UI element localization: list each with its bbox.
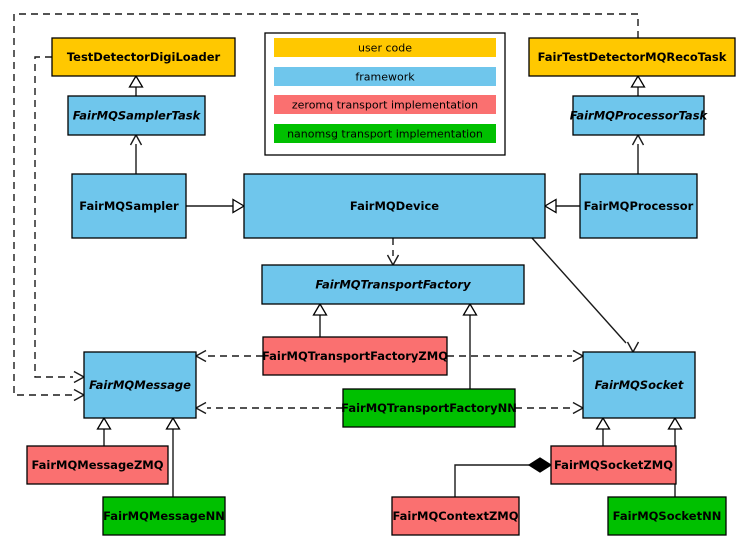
class-node-FairMQTransportFactoryZMQ[interactable]: FairMQTransportFactoryZMQ — [262, 336, 448, 376]
class-name-label: FairMQContextZMQ — [392, 509, 518, 523]
generalization-arrowhead — [96, 416, 112, 430]
class-name-label: FairMQMessageZMQ — [31, 458, 163, 472]
class-node-FairMQDevice[interactable]: FairMQDevice — [243, 173, 546, 239]
legend-label-zeromq: zeromq transport implementation — [292, 99, 478, 112]
edge-processortask-to-recotask — [630, 74, 646, 96]
class-box — [342, 388, 516, 428]
class-node-FairMQProcessorTask[interactable]: FairMQProcessorTask — [570, 95, 709, 136]
generalization-arrowhead — [128, 74, 144, 88]
edge-messagenn-to-message — [165, 416, 181, 497]
legend-panel: user code framework zeromq transport imp… — [264, 32, 506, 156]
edge-line — [531, 237, 627, 344]
class-box — [582, 351, 696, 419]
class-node-FairMQTransportFactoryNN[interactable]: FairMQTransportFactoryNN — [341, 388, 517, 428]
class-box — [102, 496, 226, 536]
class-name-label: FairMQTransportFactory — [315, 278, 471, 292]
edge-line — [13, 13, 639, 396]
legend-label-user-code: user code — [358, 42, 412, 55]
class-box — [51, 37, 236, 77]
edge-line — [454, 464, 529, 497]
legend-label-nanomsg: nanomsg transport implementation — [287, 128, 483, 141]
class-node-FairMQContextZMQ[interactable]: FairMQContextZMQ — [391, 496, 520, 536]
class-node-FairMQSampler[interactable]: FairMQSampler — [71, 173, 187, 239]
class-box — [26, 445, 169, 485]
class-node-FairMQSamplerTask[interactable]: FairMQSamplerTask — [67, 95, 206, 136]
edge-transportfactorynn-to-transportfactory — [462, 302, 478, 389]
edge-transportfactoryzmq-to-transportfactory — [312, 302, 328, 337]
legend-swatch-user-code — [274, 38, 496, 57]
legend-label-framework: framework — [355, 71, 415, 84]
generalization-arrowhead — [630, 74, 646, 88]
generalization-arrowhead — [595, 416, 611, 430]
class-name-label: FairMQProcessor — [584, 199, 694, 213]
class-name-label: FairMQSocket — [595, 378, 684, 392]
edge-processor-to-device — [543, 198, 580, 214]
generalization-arrowhead — [312, 302, 328, 316]
class-box — [83, 351, 197, 419]
legend-swatch-zeromq — [274, 95, 496, 114]
edge-sampler-to-device — [186, 198, 246, 214]
class-name-label: FairMQSamplerTask — [73, 109, 202, 123]
generalization-arrowhead — [667, 416, 683, 430]
class-name-label: FairMQProcessorTask — [570, 109, 709, 123]
class-node-FairMQMessage[interactable]: FairMQMessage — [83, 351, 197, 419]
class-box — [550, 445, 677, 485]
class-box — [243, 173, 546, 239]
generalization-arrowhead — [543, 198, 557, 214]
class-node-FairMQProcessor[interactable]: FairMQProcessor — [579, 173, 698, 239]
edge-socketzmq-to-socket — [595, 416, 611, 446]
generalization-arrowhead — [165, 416, 181, 430]
legend-item-framework: framework — [274, 67, 496, 86]
legend-item-zeromq: zeromq transport implementation — [274, 95, 496, 114]
class-name-label: FairMQSampler — [79, 199, 179, 213]
class-box — [607, 496, 727, 536]
class-node-FairMQSocket[interactable]: FairMQSocket — [582, 351, 696, 419]
class-node-FairMQMessageZMQ[interactable]: FairMQMessageZMQ — [26, 445, 169, 485]
node-layer: TestDetectorDigiLoaderFairMQSamplerTaskF… — [26, 37, 736, 536]
class-name-label: FairMQSocketZMQ — [554, 458, 673, 472]
class-box — [262, 336, 448, 376]
class-node-FairMQSocketNN[interactable]: FairMQSocketNN — [607, 496, 727, 536]
legend-item-nanomsg: nanomsg transport implementation — [274, 124, 496, 143]
class-name-label: FairMQTransportFactoryNN — [341, 401, 517, 415]
class-box — [528, 37, 736, 77]
generalization-arrowhead — [462, 302, 478, 316]
class-node-TestDetectorDigiLoader[interactable]: TestDetectorDigiLoader — [51, 37, 236, 77]
class-box — [261, 264, 525, 305]
class-node-FairMQMessageNN[interactable]: FairMQMessageNN — [102, 496, 226, 536]
legend-item-user-code: user code — [274, 38, 496, 57]
class-box — [71, 173, 187, 239]
class-node-FairMQTransportFactory[interactable]: FairMQTransportFactory — [261, 264, 525, 305]
class-name-label: FairMQTransportFactoryZMQ — [262, 349, 448, 363]
class-box — [579, 173, 698, 239]
class-name-label: FairTestDetectorMQRecoTask — [538, 50, 727, 64]
edge-samplertask-to-digiloader — [128, 74, 144, 96]
class-box — [572, 95, 705, 136]
class-node-FairMQSocketZMQ[interactable]: FairMQSocketZMQ — [550, 445, 677, 485]
class-name-label: TestDetectorDigiLoader — [67, 50, 221, 64]
legend-swatch-nanomsg — [274, 124, 496, 143]
class-name-label: FairMQMessageNN — [103, 509, 225, 523]
class-name-label: FairMQSocketNN — [613, 509, 722, 523]
class-box — [391, 496, 520, 536]
edge-messagezmq-to-message — [96, 416, 112, 446]
class-name-label: FairMQMessage — [89, 378, 191, 392]
class-name-label: FairMQDevice — [350, 199, 439, 213]
class-box — [67, 95, 206, 136]
legend-swatch-framework — [274, 67, 496, 86]
class-node-FairTestDetectorMQRecoTask[interactable]: FairTestDetectorMQRecoTask — [528, 37, 736, 77]
generalization-arrowhead — [232, 198, 246, 214]
